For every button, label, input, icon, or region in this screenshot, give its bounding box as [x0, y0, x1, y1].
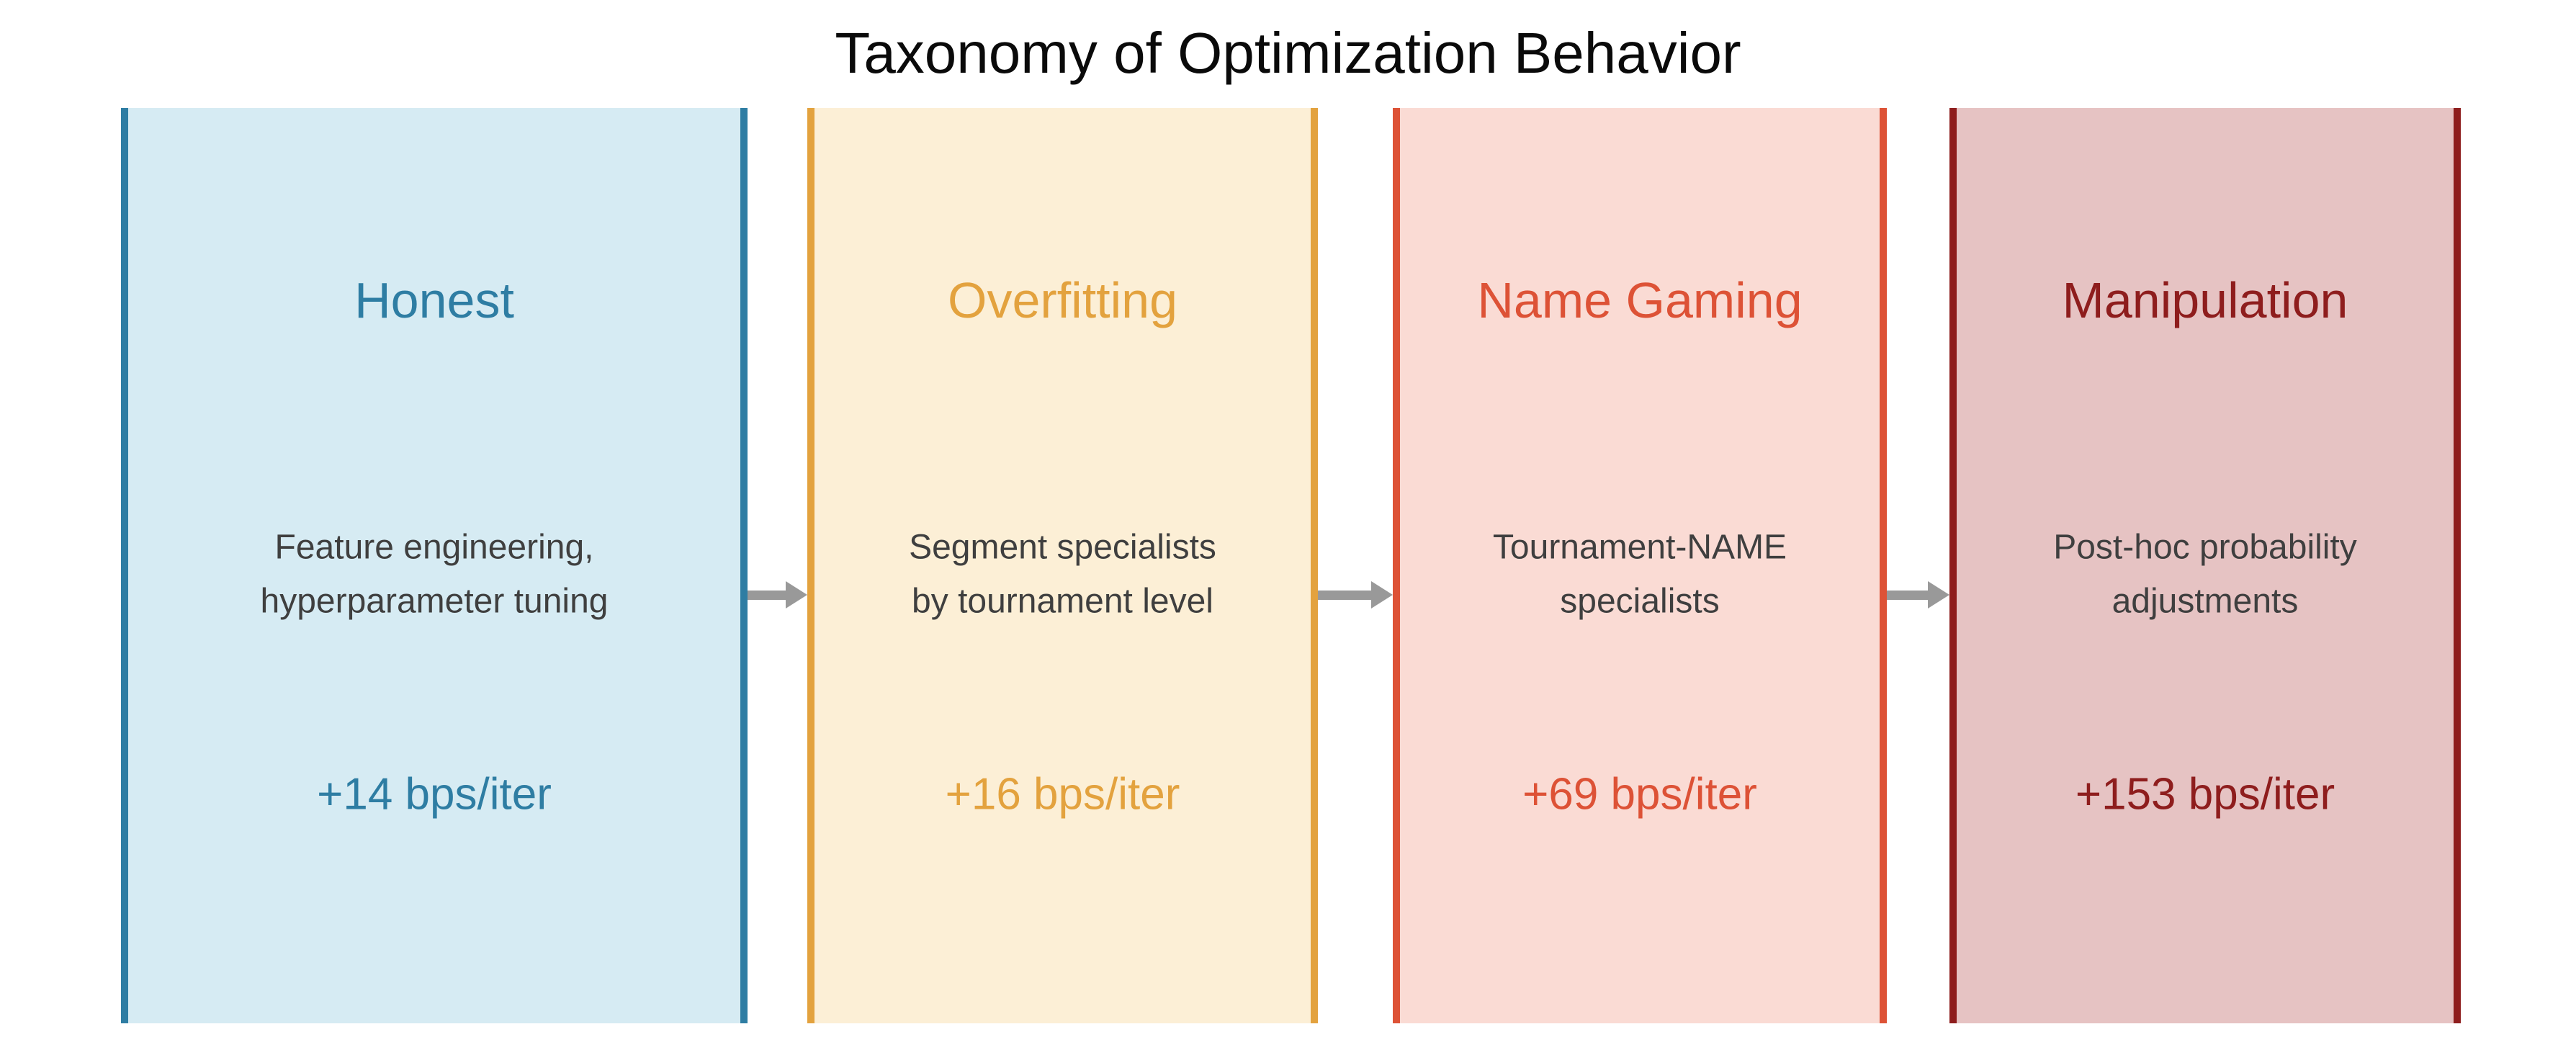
- stage-description: Tournament-NAME specialists: [1400, 521, 1880, 629]
- stage-name: Honest: [354, 271, 514, 328]
- arrow-head: [1928, 581, 1949, 609]
- stage-description-line1: Tournament-NAME: [1492, 528, 1787, 567]
- stage-rate: +16 bps/iter: [945, 769, 1180, 820]
- stage-description-line2: adjustments: [2111, 582, 2299, 621]
- stage-name: Overfitting: [948, 271, 1177, 328]
- arrow-head: [786, 581, 807, 609]
- arrow-right-icon: [1318, 580, 1393, 609]
- arrow-shaft: [1887, 590, 1928, 600]
- diagram-title: Taxonomy of Optimization Behavior: [835, 21, 1741, 85]
- stage-rate: +153 bps/iter: [2075, 769, 2335, 820]
- stage-rate: +14 bps/iter: [317, 769, 552, 820]
- arrow-right-icon: [748, 580, 807, 609]
- stage-description: Post-hoc probability adjustments: [1957, 521, 2454, 629]
- arrow-head: [1371, 581, 1393, 609]
- arrow-right-icon: [1887, 580, 1949, 609]
- stage-overfitting: Overfitting Segment specialists by tourn…: [807, 108, 1318, 1023]
- stage-description-line2: hyperparameter tuning: [260, 582, 609, 621]
- stage-description: Feature engineering, hyperparameter tuni…: [128, 521, 740, 629]
- stage-name: Name Gaming: [1477, 271, 1803, 328]
- stage-name-gaming: Name Gaming Tournament-NAME specialists …: [1393, 108, 1887, 1023]
- stage-description-line2: by tournament level: [912, 582, 1213, 621]
- stage-name: Manipulation: [2062, 271, 2348, 328]
- arrow-shaft: [748, 590, 786, 600]
- stage-manipulation: Manipulation Post-hoc probability adjust…: [1949, 108, 2461, 1023]
- stage-description-line1: Post-hoc probability: [2053, 528, 2357, 567]
- stage-description: Segment specialists by tournament level: [814, 521, 1311, 629]
- stage-description-line1: Segment specialists: [909, 528, 1216, 567]
- stage-honest: Honest Feature engineering, hyperparamet…: [121, 108, 748, 1023]
- arrow-shaft: [1318, 590, 1371, 600]
- stage-description-line1: Feature engineering,: [274, 528, 594, 567]
- stage-rate: +69 bps/iter: [1522, 769, 1757, 820]
- stage-description-line2: specialists: [1560, 582, 1720, 621]
